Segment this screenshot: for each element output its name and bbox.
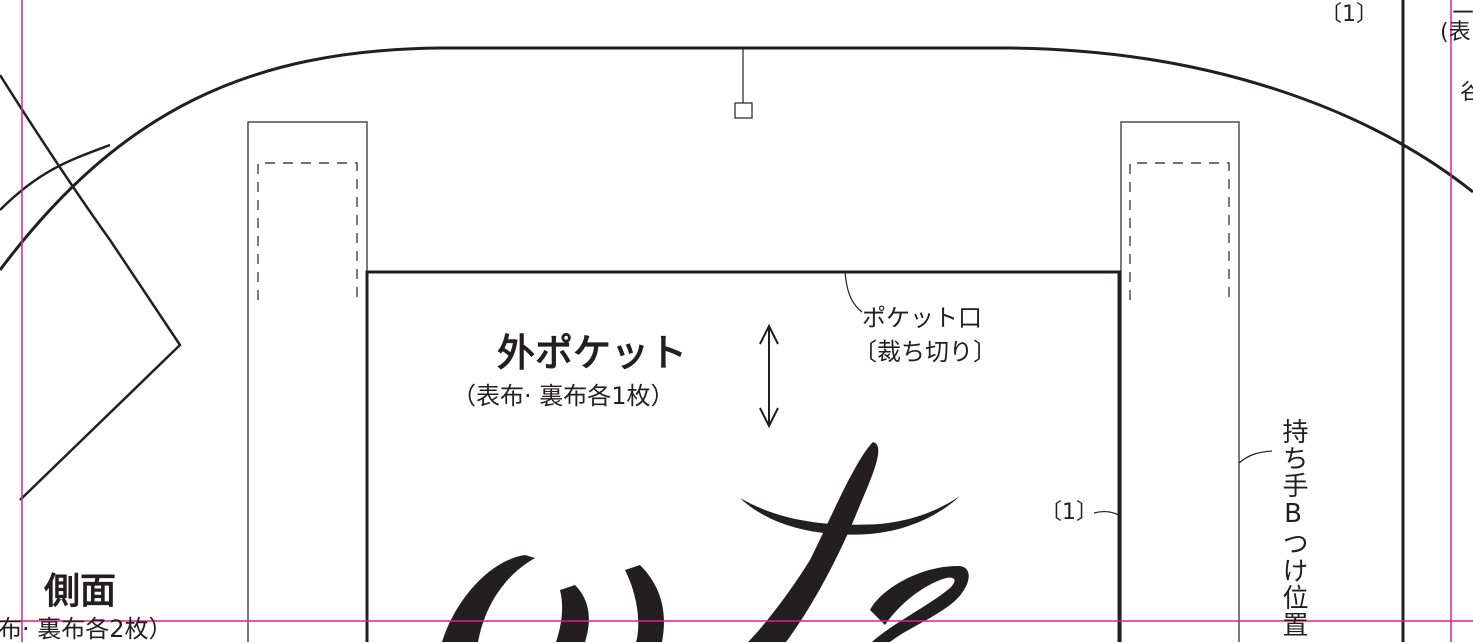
double-arrow-icon	[759, 323, 779, 429]
clipped-label-line3: 谷	[1460, 80, 1473, 105]
handle-strip-left	[247, 121, 368, 642]
clipped-label-line1: 二	[1452, 0, 1473, 19]
clipped-label-line2: (表	[1440, 20, 1471, 45]
handle-position-leader	[1238, 450, 1273, 464]
side-panel-title: 側面	[44, 570, 117, 612]
side-panel-outline	[0, 74, 182, 501]
body-outline-arc	[0, 46, 1473, 271]
seam-allowance-leader	[1093, 510, 1122, 517]
seam-allowance-label-top: 〔1〕	[1320, 2, 1378, 27]
center-mark-square	[734, 102, 753, 119]
pocket-opening-leader	[844, 271, 863, 313]
handle-strip-right	[1120, 121, 1240, 642]
stitch-line-left	[257, 162, 358, 300]
cute-script-lettering	[442, 442, 969, 642]
outer-pocket-title: 外ポケット	[497, 330, 688, 375]
outer-pocket-subtitle: （表布· 裏布各1枚）	[452, 382, 675, 410]
pocket-opening-cut-label: 〔裁ち切り〕	[853, 338, 997, 366]
handle-position-label: 持ち手Bつけ位置	[1278, 418, 1308, 638]
side-panel-subtitle: 布· 裏布各2枚）	[0, 615, 173, 643]
stitch-line-right	[1129, 162, 1230, 300]
side-panel-inner-line	[0, 143, 111, 211]
seam-allowance-label: 〔1〕	[1040, 500, 1098, 525]
pocket-opening-label: ポケット口	[862, 304, 982, 332]
